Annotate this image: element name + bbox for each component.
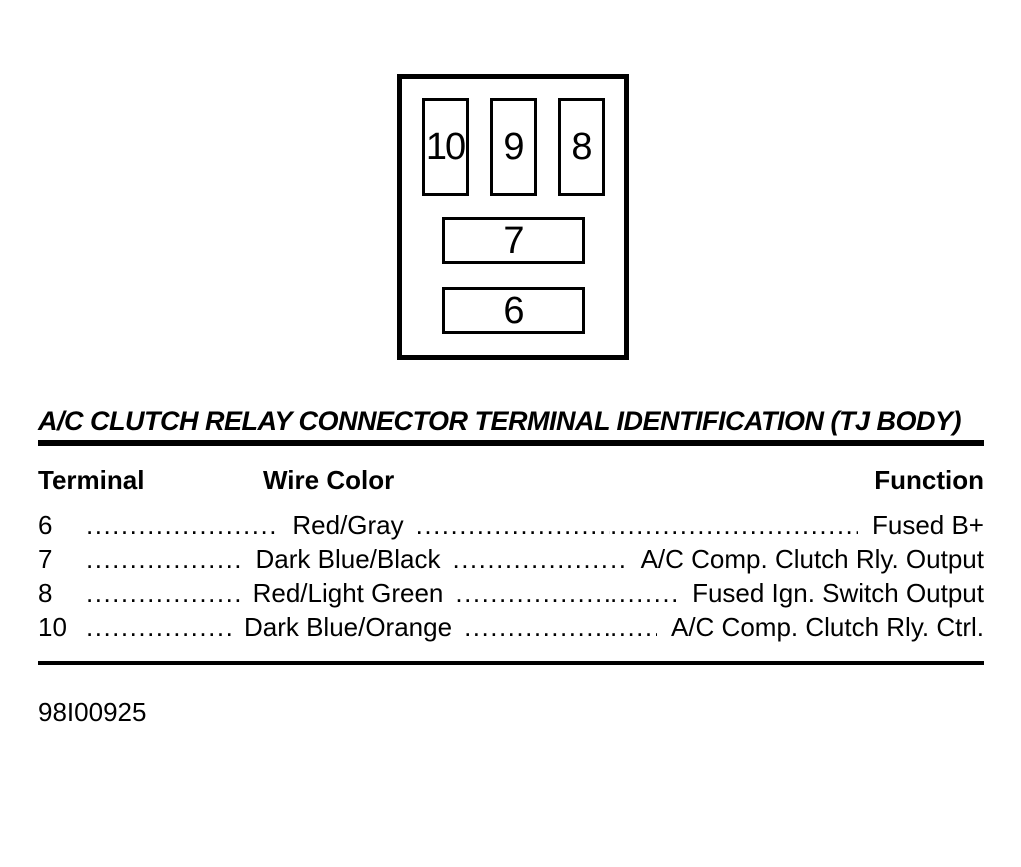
table-body: 6 ......................................… xyxy=(38,508,984,644)
terminal-pin-9: 9 xyxy=(489,98,537,196)
terminal-function: A/C Comp. Clutch Rly. Ctrl. xyxy=(670,612,984,642)
dot-leader: ........................................… xyxy=(455,578,611,608)
header-terminal: Terminal xyxy=(38,465,145,495)
wire-color: Red/Light Green xyxy=(252,578,444,608)
header-function: Function xyxy=(874,465,984,495)
wire-color-zone: ........................................… xyxy=(86,542,610,576)
terminal-number: 8 xyxy=(38,578,53,608)
dot-leader: ........................................… xyxy=(86,612,232,642)
connector-top-pin-row: 10 9 8 xyxy=(402,98,624,196)
dot-leader: ........................................… xyxy=(86,578,241,608)
terminal-function: Fused Ign. Switch Output xyxy=(692,578,984,608)
terminal-function: A/C Comp. Clutch Rly. Output xyxy=(640,544,984,574)
figure-title: A/C CLUTCH RELAY CONNECTOR TERMINAL IDEN… xyxy=(38,406,962,436)
dot-leader: ........................................… xyxy=(415,510,610,540)
terminal-pin-10-label: 10 xyxy=(425,126,466,168)
terminal-pin-7-label: 7 xyxy=(503,219,524,262)
table-row: 6 ......................................… xyxy=(38,508,984,542)
terminal-pin-8: 8 xyxy=(557,98,605,196)
terminal-number: 6 xyxy=(38,510,53,540)
wire-color: Dark Blue/Black xyxy=(255,544,441,574)
dot-leader: ........................................… xyxy=(610,612,657,642)
terminal-pin-10: 10 xyxy=(421,98,469,196)
wire-color-zone: ........................................… xyxy=(86,508,610,542)
wire-color-zone: ........................................… xyxy=(86,576,610,610)
wire-color: Red/Gray xyxy=(292,510,404,540)
table-row: 10 .....................................… xyxy=(38,610,984,644)
manual-page: 10 9 8 7 6 A/C CLUTCH RELAY CONNECTOR TE… xyxy=(0,74,1021,727)
dot-leader: ........................................… xyxy=(610,578,678,608)
dot-leader: ........................................… xyxy=(610,544,627,574)
terminal-pin-7: 7 xyxy=(441,217,585,264)
terminal-pin-8-label: 8 xyxy=(571,126,592,168)
header-wire-color: Wire Color xyxy=(263,465,395,495)
terminal-number: 7 xyxy=(38,544,53,574)
table-header-row: Terminal Wire Color Function xyxy=(38,464,984,496)
terminal-pin-6-label: 6 xyxy=(503,289,524,332)
terminal-pin-9-label: 9 xyxy=(503,126,524,168)
title-underline-rule xyxy=(38,440,984,446)
dot-leader: ........................................… xyxy=(86,510,280,540)
dot-leader: ........................................… xyxy=(464,612,610,642)
figure-id: 98I00925 xyxy=(38,697,147,727)
terminal-pin-6: 6 xyxy=(441,287,585,334)
dot-leader: ........................................… xyxy=(86,544,244,574)
dot-leader: ........................................… xyxy=(452,544,610,574)
terminal-function: Fused B+ xyxy=(871,510,984,540)
wire-color: Dark Blue/Orange xyxy=(243,612,453,642)
table-row: 8 ......................................… xyxy=(38,576,984,610)
connector-outline: 10 9 8 7 6 xyxy=(397,74,629,360)
terminal-number: 10 xyxy=(38,612,67,642)
table-row: 7 ......................................… xyxy=(38,542,984,576)
table-bottom-rule xyxy=(38,661,984,665)
dot-leader: ........................................… xyxy=(610,510,858,540)
wire-color-zone: ........................................… xyxy=(86,610,610,644)
